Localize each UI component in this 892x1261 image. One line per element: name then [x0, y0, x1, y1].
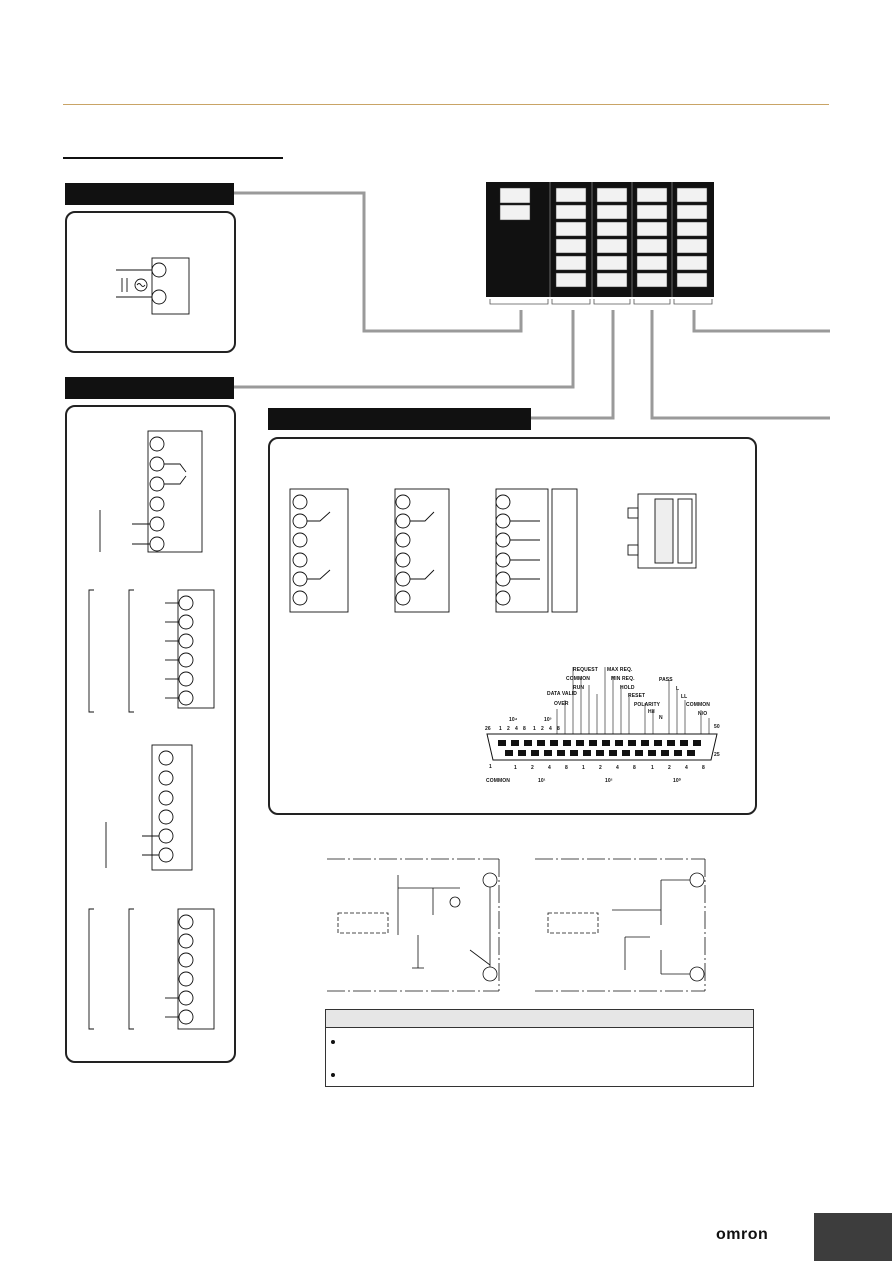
lower-digit: 8 — [565, 765, 568, 771]
device-rear-panel — [486, 182, 714, 305]
label-10-1: 10¹ — [538, 778, 546, 784]
omron-logo: omron — [716, 1226, 769, 1243]
upper-digit: 4 — [515, 726, 518, 732]
lower-digit: 1 — [514, 765, 517, 771]
output-circuit-relay — [327, 858, 500, 992]
upper-digit: 1 — [533, 726, 536, 732]
power-header-bar — [65, 183, 234, 205]
label-run: RUN — [573, 685, 585, 691]
pin-50: 50 — [714, 724, 720, 730]
note-bullet-2 — [331, 1073, 335, 1077]
input-schematic-1 — [99, 430, 203, 553]
label-over: OVER — [554, 701, 569, 707]
output-circuit-transistor — [535, 858, 706, 992]
label-10-2: 10² — [605, 778, 613, 784]
label-n: N — [659, 715, 663, 721]
lower-digit: 4 — [685, 765, 688, 771]
input-schematic-4 — [88, 908, 215, 1030]
label-ll: LL — [681, 694, 688, 700]
pin-26: 26 — [485, 726, 491, 732]
input-schematic-2 — [88, 589, 215, 713]
output-schematic-transistor — [495, 488, 578, 613]
output-terminal-block-connector — [627, 493, 697, 569]
label-no: N/O — [698, 711, 708, 717]
upper-digit: 2 — [507, 726, 510, 732]
upper-digit: 8 — [557, 726, 560, 732]
lower-digit: 2 — [599, 765, 602, 771]
lower-digit: 1 — [582, 765, 585, 771]
input-schematic-3 — [105, 744, 193, 871]
lower-digit: 8 — [702, 765, 705, 771]
label-request: REQUEST — [573, 667, 598, 673]
callout-lines — [234, 191, 830, 420]
label-reset: RESET — [628, 693, 646, 699]
lower-digit: 1 — [651, 765, 654, 771]
input-panel — [65, 405, 236, 1063]
output-schematic-relay-1 — [289, 488, 349, 613]
top-accent-rule — [63, 104, 829, 105]
output-schematic-relay-2 — [394, 488, 450, 613]
output-header-bar — [268, 408, 531, 430]
lower-digit: 4 — [548, 765, 551, 771]
lower-digit: 8 — [633, 765, 636, 771]
lower-digit: 4 — [616, 765, 619, 771]
power-panel — [65, 211, 236, 353]
label-polarity: POLARITY — [634, 702, 661, 708]
group-10-3: 10³ — [544, 717, 552, 723]
label-common-right: COMMON — [686, 702, 710, 708]
pin-1: 1 — [489, 764, 492, 770]
label-pass: PASS — [659, 677, 673, 683]
upper-digit: 2 — [541, 726, 544, 732]
label-hi: H/I — [648, 709, 655, 715]
label-10-0: 10⁰ — [673, 778, 681, 784]
note-bullet-1 — [331, 1040, 335, 1044]
section-underline — [63, 157, 283, 159]
label-hold: HOLD — [620, 685, 635, 691]
lower-digit: 2 — [668, 765, 671, 771]
label-data-valid: DATA VALID — [547, 691, 577, 697]
notes-header-bar — [326, 1010, 753, 1028]
label-l: L — [676, 686, 680, 692]
upper-digit: 4 — [549, 726, 552, 732]
power-supply-schematic — [116, 257, 190, 315]
lower-digit: 2 — [531, 765, 534, 771]
notes-box — [325, 1009, 754, 1087]
page-tab — [814, 1213, 892, 1261]
label-min-req: MIN REQ. — [611, 676, 635, 682]
upper-digit: 1 — [499, 726, 502, 732]
group-10-4: 10⁴ — [509, 717, 518, 723]
label-common-bottom: COMMON — [486, 778, 510, 784]
input-header-bar — [65, 377, 234, 399]
bcd-connector — [486, 667, 718, 761]
label-max-req: MAX REQ. — [607, 667, 633, 673]
pin-25: 25 — [714, 752, 720, 758]
upper-digit: 8 — [523, 726, 526, 732]
label-common: COMMON — [566, 676, 590, 682]
